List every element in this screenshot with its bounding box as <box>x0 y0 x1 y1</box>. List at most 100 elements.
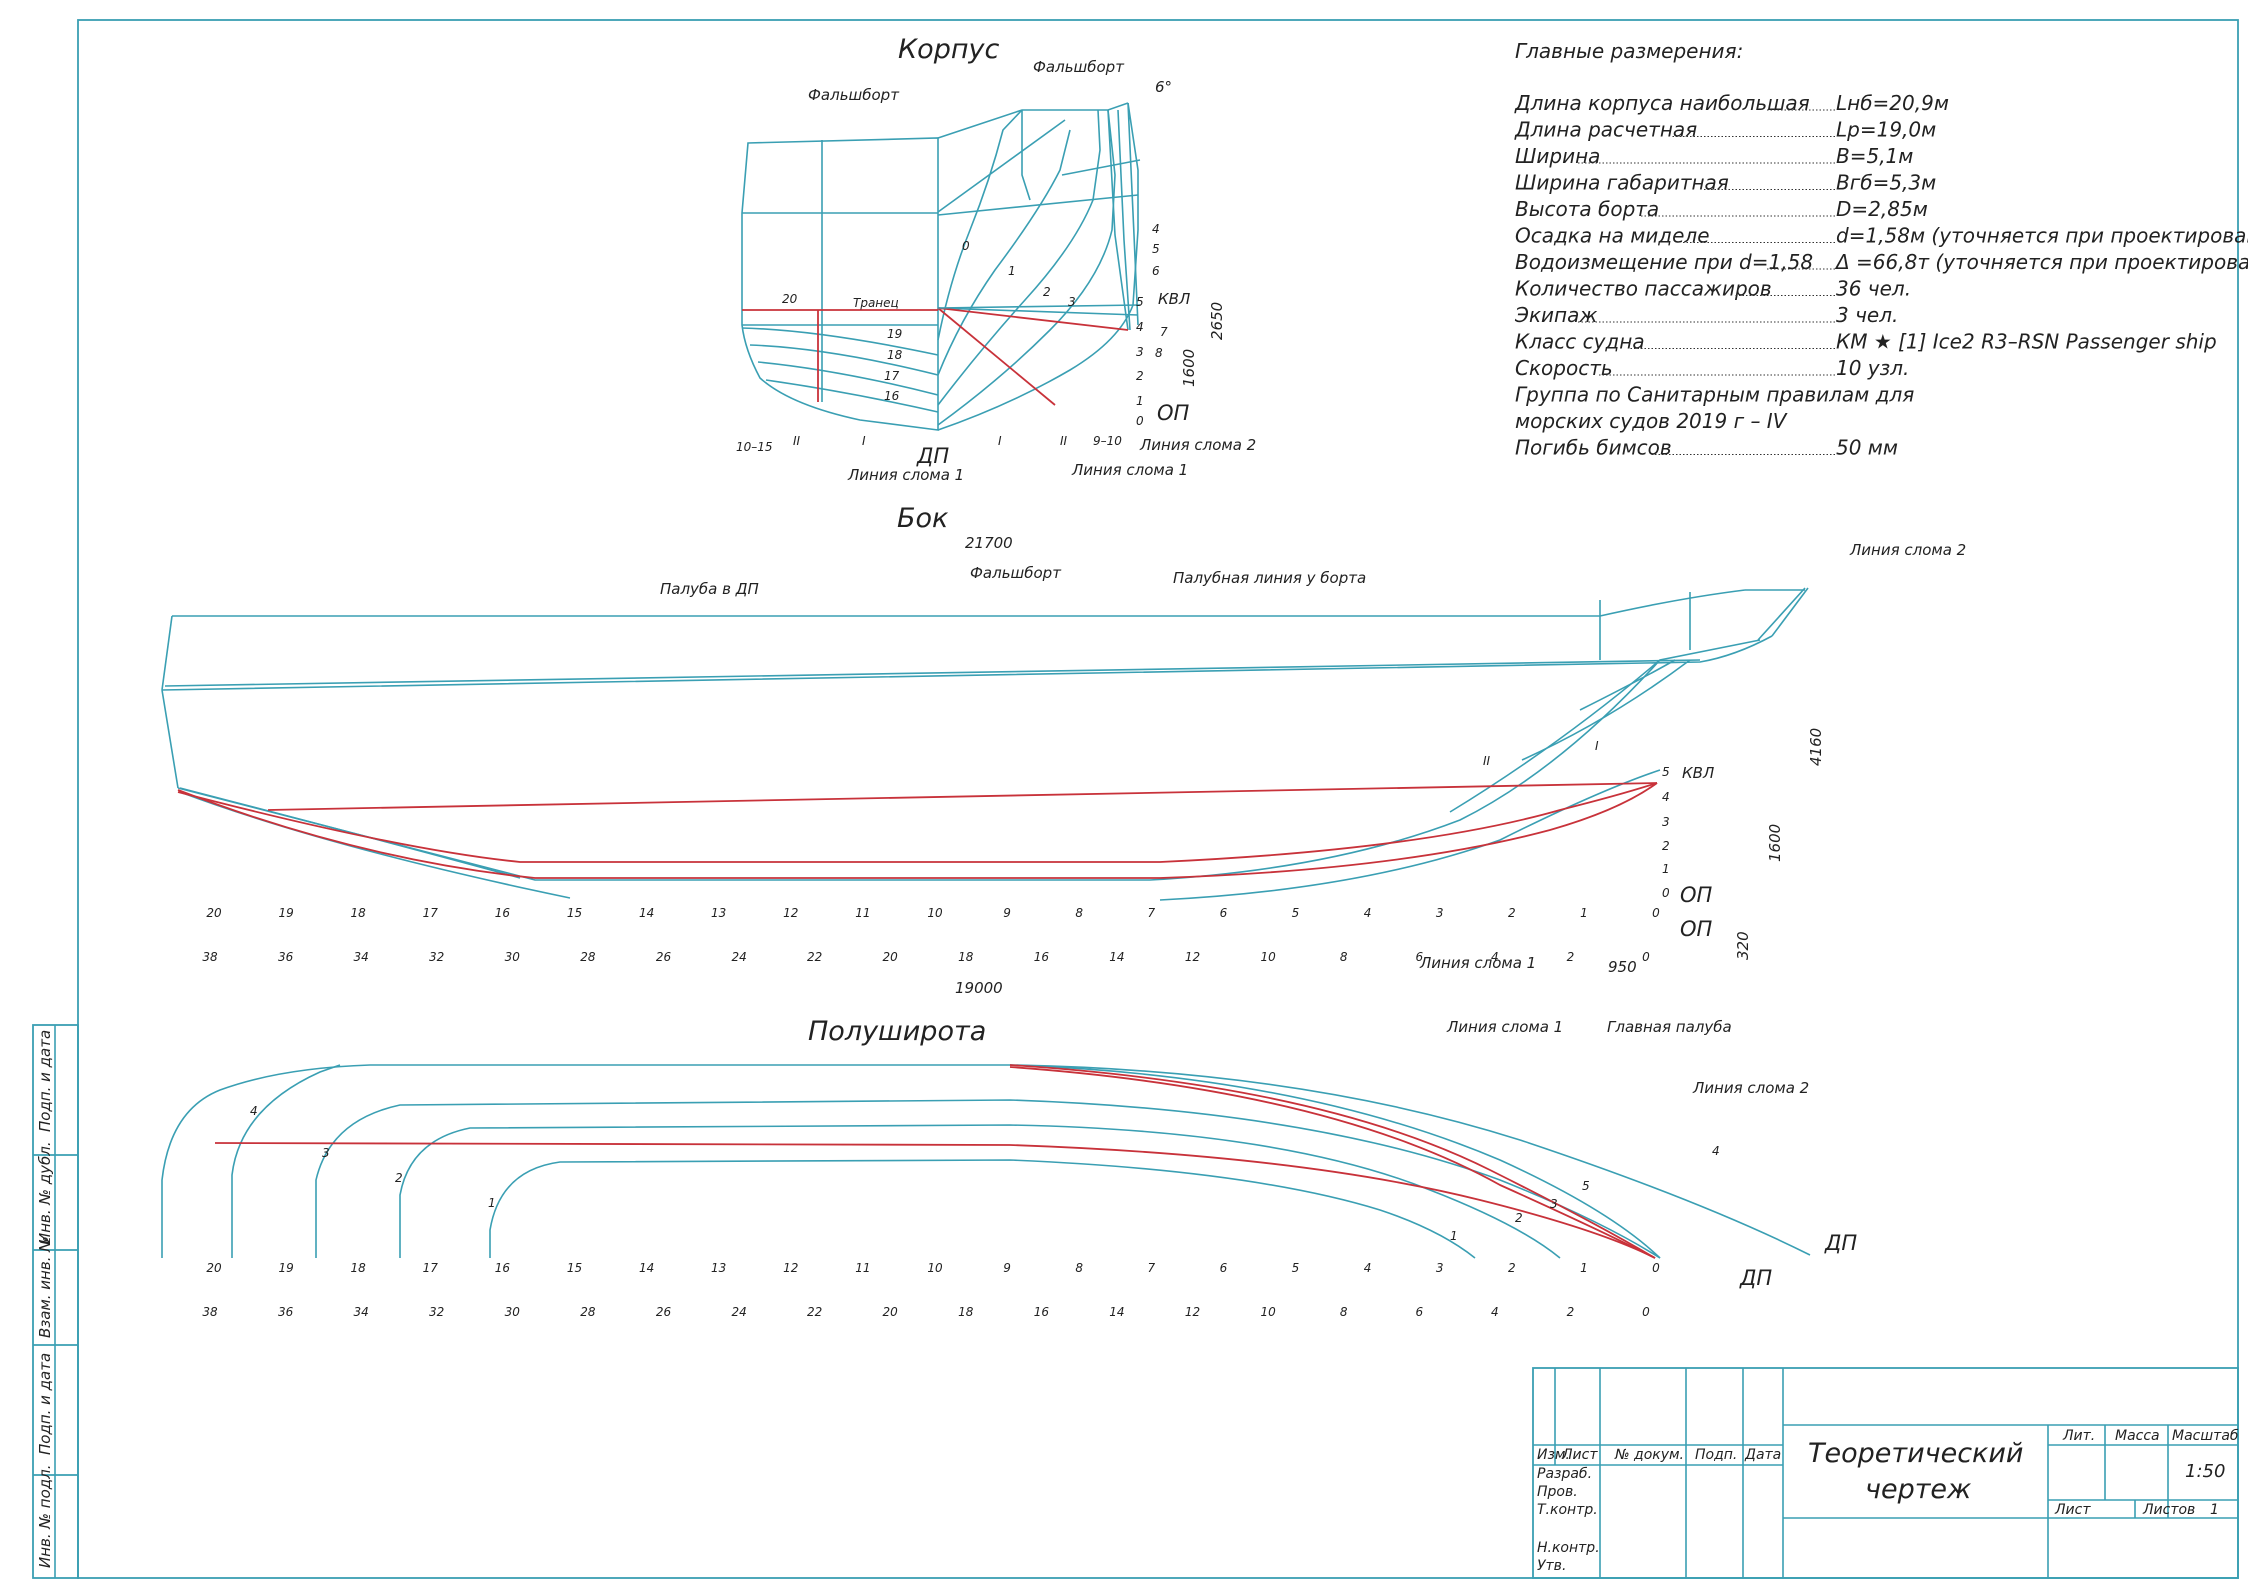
half_breadth-theoretical-frame: 0 <box>1652 1261 1660 1275</box>
half_breadth-theoretical-frame: 11 <box>855 1261 870 1275</box>
spec-row-value: d=1,58м (уточняется при проектировании) <box>1836 224 2248 248</box>
spec-row-value: Lр=19,0м <box>1836 118 1936 142</box>
spec-row-value: 10 узл. <box>1836 356 1909 380</box>
side_view-frame-spacing-number: 8 <box>1340 950 1348 964</box>
body-kvl-label: КВЛ <box>1158 290 1190 308</box>
hb-wl-4-right: 4 <box>1712 1144 1720 1158</box>
specs-heading: Главные размерения: <box>1515 39 1743 63</box>
side_view-frame-spacing-number: 16 <box>1034 950 1050 964</box>
half-breadth-view: Полуширота Линия слома 1 Главная палуба … <box>161 1016 1857 1290</box>
half_breadth-theoretical-frame: 13 <box>711 1261 726 1275</box>
body-wl-7: 7 <box>1160 325 1168 339</box>
hb-dp-label-1: ДП <box>1824 1231 1857 1255</box>
tb-scale: 1:50 <box>2185 1461 2225 1482</box>
side_view-theoretical-frame: 1 <box>1580 906 1588 920</box>
spec-row-value: D=2,85м <box>1836 197 1928 221</box>
spec-row-label: Погибь бимсов <box>1515 436 1672 460</box>
half_breadth-frame-spacing-number: 16 <box>1034 1305 1050 1319</box>
hb-break-line-2: Линия слома 2 <box>1692 1079 1809 1097</box>
side_view-theoretical-frame: 16 <box>495 906 511 920</box>
side_view-theoretical-frame: 6 <box>1220 906 1228 920</box>
body-wl-6: 6 <box>1152 264 1160 278</box>
side-stamp: Подп. и дата Инв. № дубл. Взам. инв. № П… <box>36 1030 54 1568</box>
tb-utv: Утв. <box>1537 1558 1566 1574</box>
side-dim-320: 320 <box>1734 931 1752 960</box>
side-dim-21700: 21700 <box>965 534 1013 552</box>
half_breadth-theoretical-frame: 12 <box>783 1261 798 1275</box>
spec-row-label: Водоизмещение при d=1,58 <box>1515 250 1813 274</box>
half_breadth-frame-spacing-number: 26 <box>656 1305 672 1319</box>
body-aft-section-16: 16 <box>884 389 900 403</box>
hb-wl-2-left: 2 <box>395 1171 403 1185</box>
half_breadth-frame-spacing-number: 6 <box>1415 1305 1423 1319</box>
side-label-falshbort: Фальшборт <box>970 564 1062 582</box>
body-dim-1600: 1600 <box>1180 349 1198 387</box>
body-dim-2650: 2650 <box>1208 302 1226 340</box>
side-break-line-1: Линия слома 1 <box>1419 954 1536 972</box>
side_view-theoretical-frame: 14 <box>639 906 654 920</box>
spec-row-value: B=5,1м <box>1836 144 1913 168</box>
body-fwd-section-3: 3 <box>1068 295 1076 309</box>
body-view-title: Корпус <box>898 34 999 65</box>
spec-row-value: 3 чел. <box>1836 303 1898 327</box>
side_view-frame-spacing-number: 28 <box>580 950 596 964</box>
body-break-line-1-right: Линия слома 1 <box>1071 461 1188 479</box>
side_view-theoretical-frame: 8 <box>1075 906 1083 920</box>
title-block: Изм. Лист № докум. Подп. Дата Разраб. Пр… <box>1532 1367 2239 1579</box>
spec-row-value: Bгб=5,3м <box>1836 171 1936 195</box>
side-label-deck-at-side: Палубная линия у борта <box>1173 569 1366 587</box>
half_breadth-frame-spacing-number: 30 <box>505 1305 521 1319</box>
side-wl-1: 1 <box>1662 862 1670 876</box>
half_breadth-theoretical-frame: 8 <box>1075 1261 1083 1275</box>
stamp-dup-inv: Инв. № дубл. <box>36 1141 54 1244</box>
body-op-label: ОП <box>1157 401 1190 425</box>
label-falshbort-top: Фальшборт <box>1033 58 1125 76</box>
tb-title-line-1: Теоретический <box>1808 1438 2023 1469</box>
side_view-frame-spacing-number: 6 <box>1415 950 1423 964</box>
body-aft-section-20: 20 <box>782 292 798 306</box>
stamp-replace-inv: Взам. инв. № <box>36 1236 54 1338</box>
tb-izm: Изм. <box>1537 1447 1570 1463</box>
side_view-theoretical-frame: 11 <box>855 906 870 920</box>
tb-tkontr: Т.контр. <box>1537 1502 1598 1518</box>
tb-massa: Масса <box>2115 1428 2160 1444</box>
tb-title-line-2: чертеж <box>1865 1474 1972 1505</box>
side_view-theoretical-frame: 0 <box>1652 906 1660 920</box>
tb-data: Дата <box>1744 1447 1781 1463</box>
half_breadth-theoretical-frame: 14 <box>639 1261 654 1275</box>
spec-row-label: Осадка на миделе <box>1515 224 1710 248</box>
body-transom-label: Транец <box>853 296 899 310</box>
spec-row-value: 50 мм <box>1836 436 1898 460</box>
side_view-theoretical-frame: 9 <box>1003 906 1011 920</box>
half_breadth-theoretical-frame: 19 <box>278 1261 293 1275</box>
side_view-theoretical-frame: 3 <box>1436 906 1444 920</box>
tb-masshtab: Масштаб <box>2172 1428 2239 1444</box>
half_breadth-frame-spacing-number: 12 <box>1185 1305 1200 1319</box>
side-wl-0: 0 <box>1662 886 1670 900</box>
spec-row-value: Lнб=20,9м <box>1836 91 1949 115</box>
half_breadth-theoretical-frame: 7 <box>1147 1261 1155 1275</box>
half_breadth-frame-spacing-number: 24 <box>731 1305 746 1319</box>
hb-wl-1-right: 1 <box>1450 1229 1458 1243</box>
body-fwd-section-2: 2 <box>1043 285 1051 299</box>
body-break-line-1-left: Линия слома 1 <box>847 466 964 484</box>
body-aft-section-19: 19 <box>887 327 902 341</box>
spec-row-label: морских судов 2019 г – IV <box>1515 409 1788 433</box>
side_view-theoretical-frame: 2 <box>1508 906 1516 920</box>
side_view-theoretical-frame: 18 <box>351 906 367 920</box>
stamp-sign-date-1: Подп. и дата <box>36 1030 54 1132</box>
side-wl-2: 2 <box>1662 839 1670 853</box>
half_breadth-theoretical-frame: 6 <box>1220 1261 1228 1275</box>
body-buttock-II-right: II <box>1060 434 1068 448</box>
hb-wl-3-right: 3 <box>1550 1197 1558 1211</box>
half_breadth-frame-spacing-number: 32 <box>429 1305 444 1319</box>
side_view-frame-spacing-number: 34 <box>354 950 369 964</box>
side_view-frame-spacing-number: 32 <box>429 950 444 964</box>
spec-row-label: Класс судна <box>1515 330 1645 354</box>
half_breadth-theoretical-frame: 17 <box>423 1261 439 1275</box>
side-kvl-label: КВЛ <box>1682 764 1714 782</box>
stamp-orig-inv: Инв. № подл. <box>36 1465 54 1568</box>
hb-break-line-1: Линия слома 1 <box>1446 1018 1563 1036</box>
side-view-title: Бок <box>897 503 949 534</box>
